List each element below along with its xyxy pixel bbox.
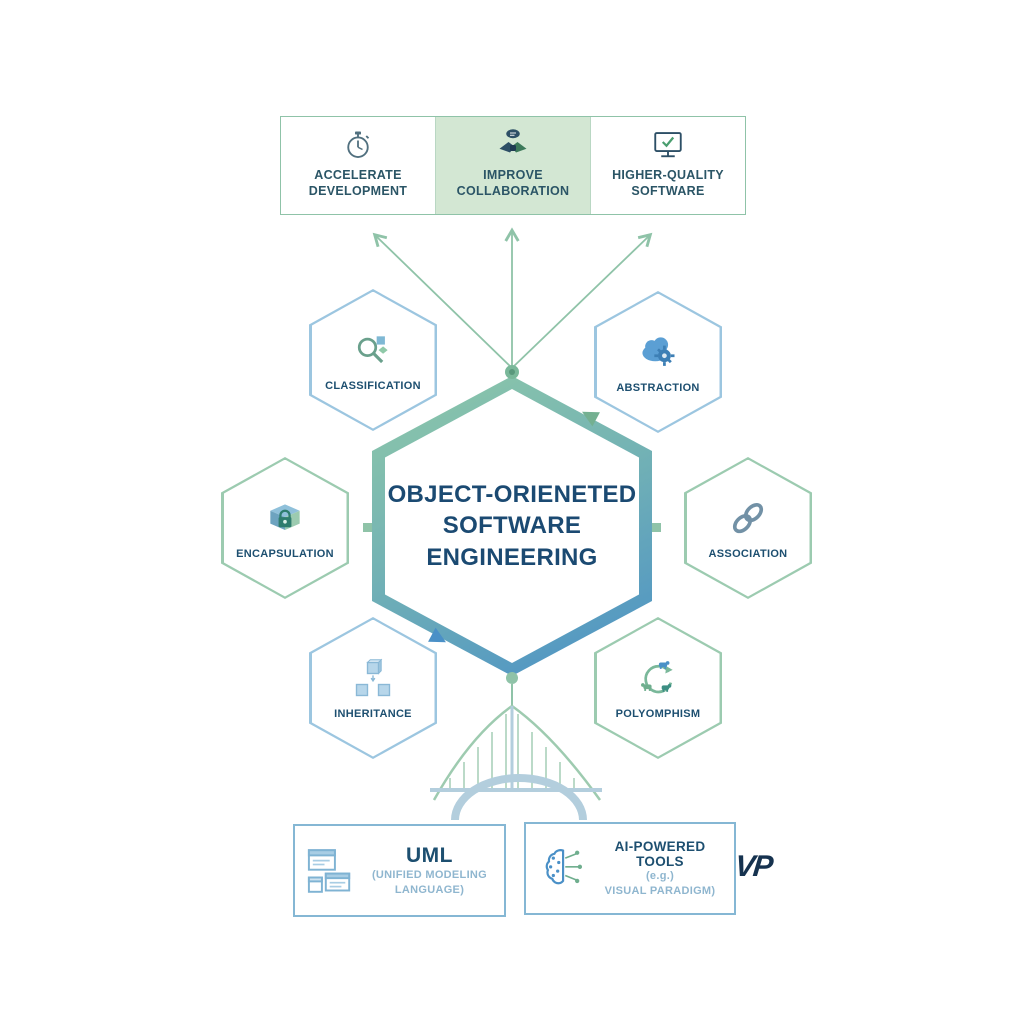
hexagon-polymorphism: POLYOMPHISM — [594, 617, 722, 759]
benefit-label: HIGHER-QUALITY SOFTWARE — [612, 168, 724, 199]
chain-link-icon — [732, 502, 764, 533]
hexagon-classification: CLASSIFICATION — [309, 289, 437, 431]
lockbox-icon — [270, 503, 300, 530]
magnifier-cubes-icon — [357, 335, 388, 363]
hexagon-label: ASSOCIATION — [708, 547, 788, 560]
bridge-graphic — [430, 704, 602, 821]
benefits-banner: ACCELERATE DEVELOPMENT IMPROVE COLLABORA… — [280, 116, 746, 215]
stacked-cubes-icon — [355, 658, 391, 696]
hexagon-label: POLYOMPHISM — [615, 707, 701, 720]
hexagon-encapsulation: ENCAPSULATION — [221, 457, 349, 599]
central-title: OBJECT-ORIENETED SOFTWARE ENGINEERING — [388, 479, 637, 573]
central-hexagon: OBJECT-ORIENETED SOFTWARE ENGINEERING — [372, 376, 652, 676]
uml-title: UML — [406, 843, 453, 867]
brain-circuit-icon — [545, 848, 583, 884]
hexagon-label: ABSTRACTION — [616, 381, 700, 394]
benefit-label: IMPROVE COLLABORATION — [456, 168, 570, 199]
hexagon-label: ENCAPSULATION — [236, 547, 334, 560]
vp-logo: VP — [733, 850, 773, 883]
handshake-icon — [499, 129, 527, 153]
ai-tools-subtitle-line2: VISUAL PARADIGM) — [604, 884, 716, 897]
stopwatch-icon — [347, 131, 370, 158]
uml-subtitle-line2: LANGUAGE) — [394, 883, 465, 896]
benefit-higher-quality-software: HIGHER-QUALITY SOFTWARE — [590, 117, 745, 214]
central-title-line: OBJECT-ORIENETED — [387, 481, 637, 509]
ai-tools-subtitle-line1: (e.g.) — [645, 869, 675, 882]
benefit-accelerate-development: ACCELERATE DEVELOPMENT — [281, 117, 435, 214]
hexagon-abstraction: ABSTRACTION — [594, 291, 722, 433]
central-hexagon-face: OBJECT-ORIENETED SOFTWARE ENGINEERING — [385, 389, 639, 663]
hexagon-inheritance: INHERITANCE — [309, 617, 437, 759]
central-title-line: SOFTWARE — [442, 512, 582, 540]
benefit-improve-collaboration: IMPROVE COLLABORATION — [435, 117, 590, 214]
left-connector-node — [363, 523, 372, 532]
hexagon-association: ASSOCIATION — [684, 457, 812, 599]
benefit-label: ACCELERATE DEVELOPMENT — [308, 168, 408, 199]
monitor-check-icon — [654, 132, 682, 158]
ai-tools-box: AI-POWERED TOOLS (e.g.) VISUAL PARADIGM) — [524, 822, 736, 915]
hexagon-label: CLASSIFICATION — [325, 379, 421, 392]
cloud-gear-icon — [642, 336, 675, 366]
uml-tool-box: UML (UNIFIED MODELING LANGUAGE) — [293, 824, 506, 917]
central-title-line: ENGINEERING — [426, 543, 598, 571]
uml-subtitle-line1: (UNIFIED MODELING — [371, 868, 488, 881]
hexagon-label: INHERITANCE — [334, 707, 412, 720]
ai-tools-title: AI-POWERED TOOLS — [614, 838, 706, 869]
wireframe-windows-icon — [307, 848, 351, 893]
right-connector-node — [652, 523, 661, 532]
cycle-animals-icon — [641, 660, 673, 693]
